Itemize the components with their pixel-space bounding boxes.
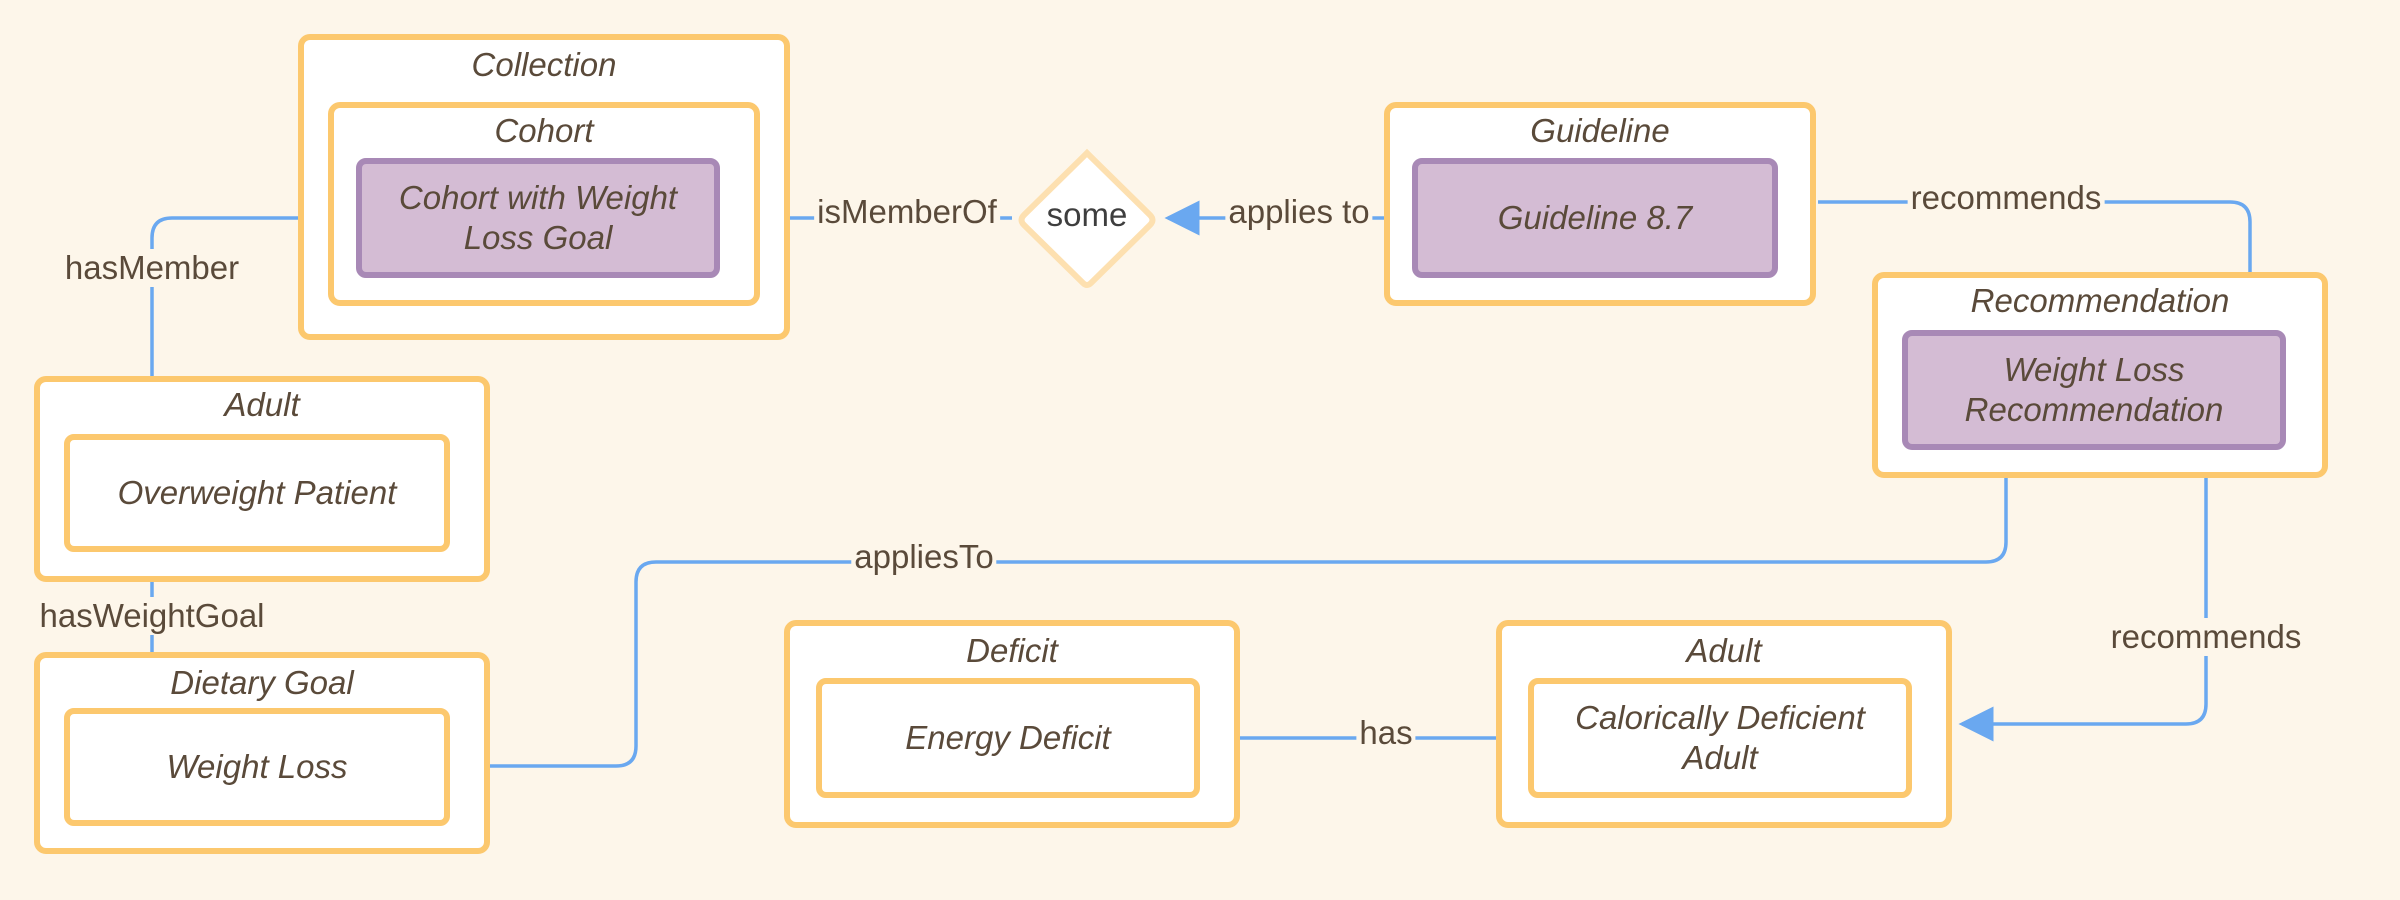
some-label: some xyxy=(1046,196,1128,233)
recommendation-instance[interactable]: Weight Loss Recommendation xyxy=(1902,330,2286,450)
dietary-goal-instance[interactable]: Weight Loss xyxy=(64,708,450,826)
dietary-goal-title: Dietary Goal xyxy=(170,664,354,701)
adult-bottom-instance[interactable]: Calorically Deficient Adult xyxy=(1528,678,1912,798)
guideline-instance[interactable]: Guideline 8.7 xyxy=(1412,158,1778,278)
guideline-title: Guideline xyxy=(1530,112,1670,149)
some-diamond[interactable] xyxy=(1018,148,1156,288)
applies-to-guideline-label: applies to xyxy=(1225,193,1373,231)
has-weight-goal-label: hasWeightGoal xyxy=(36,597,268,635)
recommends-side-label: recommends xyxy=(2107,618,2305,656)
recommendation-title: Recommendation xyxy=(1970,282,2230,319)
edge-applies-to-rec xyxy=(448,448,2008,784)
adult-top-instance[interactable]: Overweight Patient xyxy=(64,434,450,552)
edge-has-member xyxy=(134,216,358,424)
edge-recommends-top xyxy=(1818,200,2268,326)
has-label: has xyxy=(1356,714,1416,752)
cohort-title: Cohort xyxy=(494,112,594,149)
adult-bottom-title: Adult xyxy=(1686,632,1762,669)
collection-title: Collection xyxy=(471,46,617,83)
cohort-instance[interactable]: Cohort with Weight Loss Goal xyxy=(356,158,720,278)
edge-recommends-side xyxy=(1958,448,2208,742)
applies-to-rec-label: appliesTo xyxy=(851,538,997,576)
recommends-top-label: recommends xyxy=(1907,179,2105,217)
deficit-title: Deficit xyxy=(966,632,1058,669)
adult-top-title: Adult xyxy=(224,386,300,423)
has-member-label: hasMember xyxy=(61,249,243,287)
is-member-of-label: isMemberOf xyxy=(814,193,1000,231)
deficit-instance[interactable]: Energy Deficit xyxy=(816,678,1200,798)
